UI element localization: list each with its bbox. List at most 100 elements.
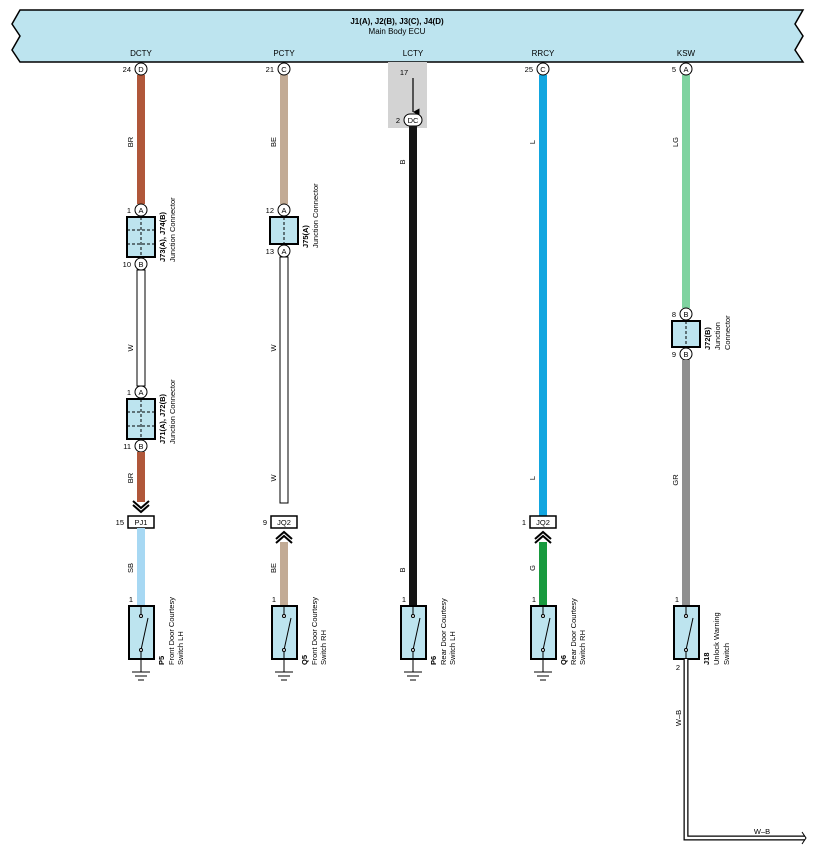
wire-w <box>279 256 289 504</box>
pin-number: 5 <box>672 65 676 74</box>
pin-number: 8 <box>672 310 676 319</box>
wire-label-w-b: W–B <box>674 710 683 726</box>
switch-desc1: Front Door Courtesy <box>310 597 319 665</box>
switch-node <box>541 614 545 618</box>
circuit-lcty: 17 DC 2 B B 1 P6 Rear Door Courtesy Swit… <box>388 62 457 681</box>
wire-label-b: B <box>398 159 407 164</box>
ground-icon <box>275 671 293 681</box>
pin-letter: B <box>138 442 143 451</box>
ecu-subtitle: Main Body ECU <box>369 27 426 36</box>
wire-gr <box>682 360 690 606</box>
jc2-desc: Junction Connector <box>168 379 177 444</box>
switch-desc1: Unlock Warning <box>712 612 721 665</box>
wire-be <box>280 75 288 204</box>
pin-letter: B <box>683 310 688 319</box>
pin-letter: C <box>281 65 287 74</box>
jc1-desc: Junction Connector <box>168 197 177 262</box>
pin-letter: C <box>540 65 546 74</box>
chevron-up-icon <box>534 530 552 544</box>
wire-label-w: W <box>269 344 278 352</box>
wire-label-br: BR <box>126 136 135 147</box>
pin-number: 11 <box>123 442 131 451</box>
switch-desc1: Front Door Courtesy <box>167 597 176 665</box>
pin-circle-c <box>536 62 550 76</box>
pin-letter: B <box>138 260 143 269</box>
wire-end-icon <box>801 831 807 845</box>
switch-node <box>411 614 415 618</box>
wire-sb <box>137 528 145 606</box>
signal-pcty: PCTY <box>273 49 295 58</box>
pin-number: 2 <box>676 663 680 672</box>
pin-number: 15 <box>116 518 124 527</box>
wire-label-l: L <box>528 476 537 480</box>
circuit-pcty: BE C 21 A 12 A 13 J75(A) Junction Connec… <box>263 62 328 681</box>
pin-number: 1 <box>522 518 526 527</box>
switch-desc1: Rear Door Courtesy <box>569 598 578 665</box>
pin-circle-d <box>134 62 148 76</box>
pin-number: 1 <box>532 595 536 604</box>
switch-desc2: Switch LH <box>448 631 457 665</box>
pin-letter: A <box>138 206 143 215</box>
inline-label: JQ2 <box>536 518 550 527</box>
pin-letter: A <box>281 206 286 215</box>
wire-label-be: BE <box>269 563 278 573</box>
switch-arm <box>140 617 149 651</box>
circuit-ksw: LG A 5 B 8 B 9 J72(B) Junction Connector… <box>671 62 807 845</box>
pin-number: 21 <box>266 65 274 74</box>
pin-number: 1 <box>129 595 133 604</box>
wire-w <box>136 269 146 387</box>
pin-number: 13 <box>266 247 274 256</box>
switch-name: Q6 <box>559 655 568 665</box>
inline-label: JQ2 <box>277 518 291 527</box>
circuit-rrcy: L L C 25 JQ2 1 G 1 Q6 Rear Door Courtesy… <box>522 62 587 681</box>
wire-label-gr: GR <box>671 474 680 486</box>
wire-label-br: BR <box>126 472 135 483</box>
pin-number: 1 <box>272 595 276 604</box>
switch-node <box>282 614 286 618</box>
pin-number: 12 <box>266 206 274 215</box>
switch-desc2: Switch RH <box>319 630 328 665</box>
pin-number: 24 <box>123 65 131 74</box>
switch-name: Q5 <box>300 655 309 665</box>
pin-letter: B <box>683 350 688 359</box>
switch-desc1: Rear Door Courtesy <box>439 598 448 665</box>
pin-number: 9 <box>672 350 676 359</box>
switch-arm <box>542 617 551 651</box>
wire-label-be: BE <box>269 137 278 147</box>
jc1-name: J75(A) <box>301 225 310 248</box>
pin-number: 1 <box>402 595 406 604</box>
wire-be <box>280 542 288 606</box>
inline-label: PJ1 <box>135 518 148 527</box>
pin-number: 17 <box>400 68 408 77</box>
chevron-up-icon <box>275 530 293 544</box>
wire-label-w-b-end: W–B <box>754 827 770 836</box>
pin-number: 9 <box>263 518 267 527</box>
pin-circle-a <box>679 62 693 76</box>
switch-node <box>684 614 688 618</box>
wire-label-g: G <box>528 565 537 571</box>
switch-arm <box>283 617 292 651</box>
ecu-box <box>11 9 805 63</box>
wire-b <box>409 126 417 606</box>
jc1-desc: Junction Connector <box>311 183 320 248</box>
switch-arm <box>685 617 694 651</box>
jc1-desc2: Connector <box>723 315 732 350</box>
pin-number: 1 <box>127 388 131 397</box>
jc2-name: J71(A), J72(B) <box>158 393 167 444</box>
switch-arm <box>412 617 421 651</box>
pin-circle-c <box>277 62 291 76</box>
wire-label-l: L <box>528 140 537 144</box>
pin-letter: DC <box>408 116 419 125</box>
ground-icon <box>534 671 552 681</box>
wire-w-b-inner <box>684 659 805 840</box>
switch-node <box>139 614 143 618</box>
switch-desc2: Switch RH <box>578 630 587 665</box>
main-body-ecu: J1(A), J2(B), J3(C), J4(D) Main Body ECU… <box>11 9 805 63</box>
wire-label-w: W <box>269 474 278 482</box>
wire-label-lg: LG <box>671 137 680 147</box>
chevron-down-icon <box>132 500 150 514</box>
wire-br <box>137 452 145 502</box>
signal-ksw: KSW <box>677 49 696 58</box>
pin-number: 1 <box>127 206 131 215</box>
